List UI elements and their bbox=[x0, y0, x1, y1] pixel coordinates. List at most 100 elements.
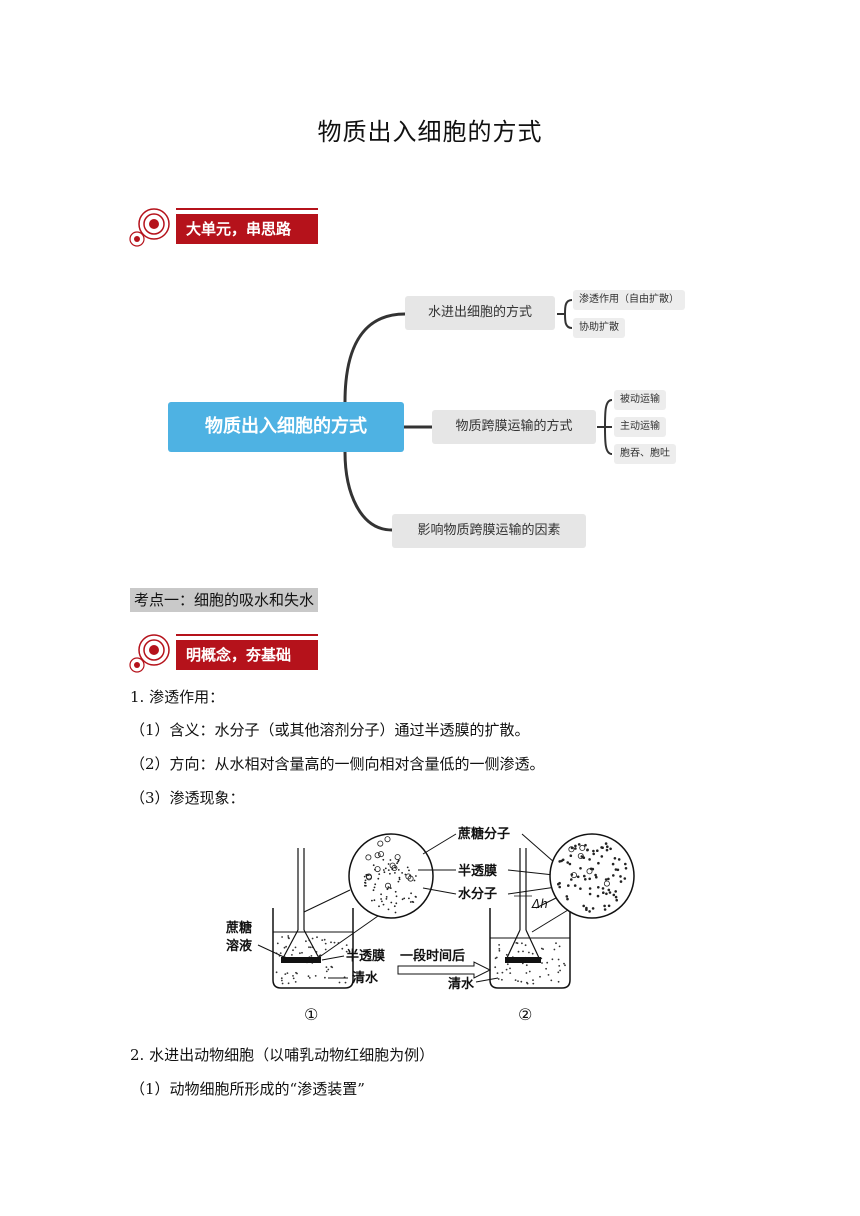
texture-dot bbox=[521, 942, 523, 945]
texture-dot bbox=[514, 979, 517, 981]
water-molecule-mark bbox=[565, 895, 569, 898]
texture-dot bbox=[281, 936, 283, 938]
texture-dot bbox=[558, 965, 561, 967]
water-molecule-mark bbox=[577, 843, 581, 846]
texture-dot bbox=[287, 936, 290, 939]
water-molecule-mark bbox=[582, 856, 586, 859]
water-molecule-mark bbox=[397, 860, 399, 863]
water-molecule-mark bbox=[573, 884, 577, 887]
texture-dot bbox=[541, 962, 543, 964]
texture-dot bbox=[557, 980, 560, 983]
water-molecule-mark bbox=[561, 858, 565, 862]
mindmap-leaf-facilitated: 协助扩散 bbox=[573, 318, 625, 338]
texture-dot bbox=[292, 977, 295, 980]
texture-dot bbox=[321, 939, 324, 941]
water-molecule-mark bbox=[374, 883, 377, 886]
texture-dot bbox=[498, 948, 501, 950]
label-sucrose-solution-2: 溶液 bbox=[226, 938, 252, 954]
texture-dot bbox=[550, 979, 553, 982]
water-molecule-mark bbox=[411, 900, 414, 903]
water-molecule-mark bbox=[604, 842, 608, 845]
texture-dot bbox=[528, 951, 530, 954]
water-molecule-mark bbox=[382, 869, 385, 871]
texture-dot bbox=[525, 964, 528, 967]
texture-dot bbox=[287, 982, 290, 985]
texture-dot bbox=[345, 950, 348, 953]
water-molecule-mark bbox=[408, 897, 410, 900]
texture-dot bbox=[330, 965, 333, 968]
texture-dot bbox=[505, 968, 508, 971]
water-molecule-mark bbox=[614, 890, 617, 893]
water-molecule-mark bbox=[374, 868, 376, 871]
sucrose-molecule-mark bbox=[384, 836, 391, 843]
mind-map-connectors bbox=[343, 299, 613, 532]
water-molecule-mark bbox=[387, 886, 390, 888]
mindmap-branch-water: 水进出细胞的方式 bbox=[405, 296, 555, 330]
mind-map: 物质出入细胞的方式 水进出细胞的方式 渗透作用（自由扩散） 协助扩散 物质跨膜运… bbox=[160, 282, 700, 552]
water-molecule-mark bbox=[609, 847, 612, 851]
texture-dot bbox=[344, 981, 347, 984]
water-molecule-mark bbox=[397, 869, 400, 871]
water-molecule-mark bbox=[566, 861, 569, 864]
water-molecule-mark bbox=[580, 855, 584, 858]
water-molecule-mark bbox=[570, 846, 574, 850]
water-molecule-mark bbox=[381, 900, 383, 903]
texture-dot bbox=[316, 936, 318, 939]
water-molecule-mark bbox=[574, 847, 577, 850]
texture-dot bbox=[292, 975, 294, 977]
texture-dot bbox=[345, 944, 348, 946]
texture-dot bbox=[505, 953, 508, 956]
water-molecule-mark bbox=[390, 901, 393, 904]
texture-dot bbox=[497, 978, 500, 980]
texture-dot bbox=[520, 980, 523, 983]
water-molecule-mark bbox=[604, 878, 608, 881]
water-molecule-mark bbox=[410, 892, 412, 895]
texture-dot bbox=[308, 946, 310, 949]
texture-dot bbox=[509, 967, 511, 970]
texture-dot bbox=[308, 977, 311, 979]
water-molecule-mark bbox=[624, 862, 627, 866]
water-molecule-mark bbox=[592, 852, 595, 856]
texture-dot bbox=[305, 940, 307, 943]
water-molecule-mark bbox=[619, 880, 623, 883]
sucrose-molecule-mark bbox=[586, 868, 593, 875]
mindmap-leaf-osmosis: 渗透作用（自由扩散） bbox=[573, 290, 685, 310]
water-molecule-mark bbox=[591, 907, 595, 910]
texture-dot bbox=[539, 975, 541, 978]
water-molecule-mark bbox=[588, 877, 591, 881]
water-molecule-mark bbox=[605, 848, 609, 852]
section-banner-unit: 大单元，串思路 bbox=[128, 206, 323, 250]
target-rings-icon bbox=[129, 208, 170, 247]
item-osmotic-device: （1）动物细胞所形成的“渗透装置” bbox=[130, 1080, 365, 1098]
water-molecule-mark bbox=[373, 899, 376, 902]
texture-dot bbox=[325, 966, 328, 968]
texture-dot bbox=[310, 955, 313, 957]
texture-dot bbox=[553, 948, 556, 951]
water-molecule-mark bbox=[603, 904, 606, 908]
water-molecule-mark bbox=[387, 908, 390, 911]
texture-dot bbox=[309, 946, 312, 949]
sucrose-molecule-mark bbox=[384, 882, 391, 889]
texture-dot bbox=[517, 950, 520, 953]
texture-dot bbox=[551, 958, 554, 961]
label-figure-1: ① bbox=[304, 1005, 318, 1024]
water-molecule-mark bbox=[364, 884, 366, 887]
sucrose-molecule-mark bbox=[365, 854, 372, 861]
water-molecule-mark bbox=[363, 875, 366, 878]
water-molecule-mark bbox=[566, 897, 569, 901]
water-molecule-mark bbox=[394, 911, 397, 914]
magnified-view-1 bbox=[348, 833, 434, 919]
osmosis-figure: 蔗糖 溶液 蔗糖分子 半透膜 水分子 半透膜 清水 一段时间后 清水 Δh ① … bbox=[225, 826, 635, 1024]
texture-dot bbox=[299, 952, 301, 955]
mindmap-branch-transport: 物质跨膜运输的方式 bbox=[432, 410, 596, 444]
water-molecule-mark bbox=[378, 905, 380, 908]
water-molecule-mark bbox=[558, 885, 561, 889]
texture-dot bbox=[283, 946, 286, 949]
page-title: 物质出入细胞的方式 bbox=[317, 118, 543, 146]
water-molecule-mark bbox=[380, 893, 382, 896]
water-molecule-mark bbox=[383, 871, 386, 874]
section-heading: 考点一：细胞的吸水和失水 bbox=[130, 588, 319, 612]
texture-dot bbox=[501, 978, 503, 981]
water-molecule-mark bbox=[406, 866, 409, 869]
water-molecule-mark bbox=[396, 862, 398, 865]
